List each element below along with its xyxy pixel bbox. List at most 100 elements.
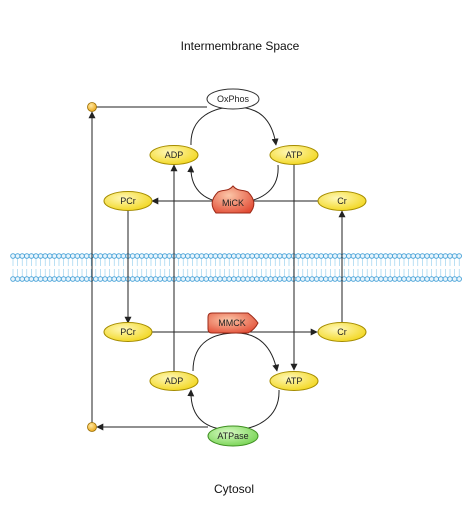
lipid-head: [249, 253, 255, 259]
lipid-head: [350, 253, 357, 259]
lipid-head: [102, 276, 108, 282]
lipid-head: [93, 276, 99, 282]
lipid-head: [295, 253, 301, 259]
lipid-head: [47, 253, 53, 259]
lipid-head: [33, 276, 39, 282]
lipid-head: [405, 253, 412, 259]
lipid-head: [415, 276, 421, 282]
cr-top-label: Cr: [337, 196, 347, 206]
mick-label: MiCK: [222, 198, 244, 208]
lipid-head: [336, 276, 343, 282]
lipid-head: [14, 276, 21, 282]
adp-top-label: ADP: [165, 150, 184, 160]
atpase-ellipse: [207, 425, 259, 447]
lipid-head: [258, 253, 265, 259]
lipid-head: [88, 253, 94, 259]
lipid-head: [378, 276, 384, 282]
lipid-head: [157, 276, 163, 282]
lipid-head: [221, 276, 228, 282]
lipid-head: [286, 276, 292, 282]
lipid-head: [438, 253, 444, 259]
lipid-head: [281, 253, 288, 259]
lipid-head: [152, 276, 159, 282]
lipid-head: [24, 276, 30, 282]
lipid-head: [194, 253, 200, 259]
lipid-head: [106, 253, 113, 259]
mick-enzyme-node: MiCK: [211, 185, 255, 214]
lipid-head: [143, 253, 150, 259]
lipid-head: [382, 253, 389, 259]
lipid-head: [277, 276, 283, 282]
lipid-head: [33, 253, 39, 259]
lipid-head: [258, 276, 265, 282]
lipid-head: [79, 276, 85, 282]
lipid-head: [175, 276, 182, 282]
lipid-head: [401, 253, 407, 259]
atpase-node: ATPase: [207, 425, 259, 447]
lipid-head: [254, 253, 260, 259]
lipid-head: [300, 276, 306, 282]
lipid-head: [382, 276, 389, 282]
lipid-head: [162, 253, 168, 259]
lipid-head: [51, 276, 58, 282]
lipid-head: [74, 276, 81, 282]
lipid-head: [129, 253, 136, 259]
atp-top-ellipse: [269, 145, 319, 165]
lipid-head: [83, 253, 90, 259]
lipid-head: [226, 276, 232, 282]
lipid-head: [19, 276, 25, 282]
lipid-head: [162, 276, 168, 282]
cr-top-ellipse: [317, 191, 367, 211]
pcr-bottom-ellipse: [103, 322, 153, 342]
lipid-head: [396, 253, 403, 259]
lipid-head: [102, 253, 108, 259]
lipid-head: [309, 276, 315, 282]
lipid-head: [373, 276, 380, 282]
lipid-head: [364, 276, 370, 282]
atp-top-node: ATP: [269, 145, 319, 165]
lipid-head: [139, 253, 145, 259]
lipid-head: [419, 276, 426, 282]
lipid-head: [106, 276, 113, 282]
lipid-head: [42, 253, 48, 259]
lipid-head: [272, 276, 278, 282]
lipid-head: [350, 276, 357, 282]
creatine-reaction-arrows: [151, 197, 318, 336]
lipid-head: [120, 253, 127, 259]
lipid-head: [189, 253, 196, 259]
lipid-head: [433, 276, 439, 282]
lipid-head: [387, 276, 393, 282]
lipid-head: [139, 276, 145, 282]
lipid-head: [286, 253, 292, 259]
lipid-head: [263, 276, 269, 282]
oxphos-node: OxPhos: [206, 88, 260, 110]
lipid-head: [327, 253, 334, 259]
lipid-head: [10, 276, 16, 282]
lipid-head: [244, 253, 251, 259]
lipid-head: [442, 253, 449, 259]
lipid-head: [401, 276, 407, 282]
lipid-head: [415, 253, 421, 259]
lipid-head: [47, 276, 53, 282]
intermembrane-space-label: Intermembrane Space: [181, 39, 300, 53]
lipid-head: [323, 276, 329, 282]
lipid-head: [332, 253, 338, 259]
pcr-top-ellipse: [103, 191, 153, 211]
lipid-head: [180, 276, 186, 282]
pcr-top-node: PCr: [103, 191, 153, 211]
lipid-head: [70, 276, 76, 282]
lipid-head: [392, 276, 398, 282]
lipid-head: [327, 276, 334, 282]
lipid-head: [318, 253, 324, 259]
lipid-head: [148, 253, 154, 259]
lipid-head: [111, 253, 117, 259]
lipid-head: [166, 276, 173, 282]
lipid-head: [359, 253, 366, 259]
oxphos-ellipse: [206, 88, 260, 110]
lipid-head: [37, 253, 44, 259]
lipid-head: [244, 276, 251, 282]
lipid-head: [428, 276, 435, 282]
lipid-head: [419, 253, 426, 259]
lipid-head: [74, 253, 81, 259]
